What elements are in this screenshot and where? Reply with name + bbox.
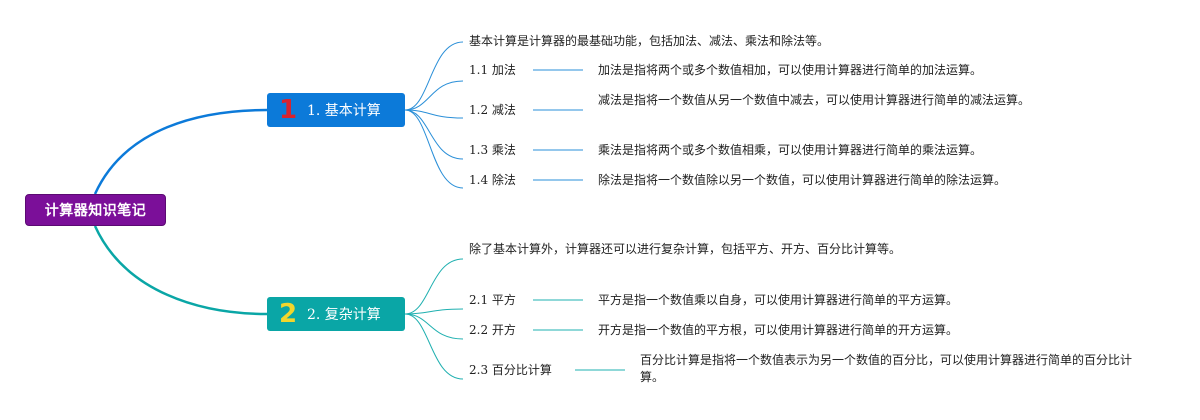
branch-1-item-4-label[interactable]: 1.4 除法	[469, 173, 516, 187]
branch-2-item-2-desc: 开方是指一个数值的平方根，可以使用计算器进行简单的开方运算。	[598, 323, 959, 337]
branch-2-item-3-line	[404, 313, 464, 380]
branch-1-item-3-line	[404, 109, 464, 160]
branch-1-item-2-desc: 减法是指将一个数值从另一个数值中减去，可以使用计算器进行简单的减法运算。	[598, 93, 1031, 107]
branch-1-item-2-label[interactable]: 1.2 减法	[469, 103, 516, 117]
number-two-badge-icon: 2	[278, 299, 298, 329]
branch-1-summary: 基本计算是计算器的最基础功能，包括加法、减法、乘法和除法等。	[469, 34, 830, 48]
branch-2-item-1-desc: 平方是指一个数值乘以自身，可以使用计算器进行简单的平方运算。	[598, 293, 959, 307]
branch-node-basic-calculation[interactable]: 1 1. 基本计算	[267, 93, 405, 127]
branch-1-item-3-label[interactable]: 1.3 乘法	[469, 143, 516, 157]
branch-2-summary: 除了基本计算外，计算器还可以进行复杂计算，包括平方、开方、百分比计算等。	[469, 242, 902, 256]
branch-1-item-4-line	[404, 109, 464, 189]
number-one-badge-icon: 1	[278, 95, 298, 125]
branch-2-item-3-label[interactable]: 2.3 百分比计算	[469, 363, 552, 377]
branch-1-item-1-line	[404, 80, 464, 111]
branch-1-label: 1. 基本计算	[307, 103, 381, 119]
branch-1-item-1-label[interactable]: 1.1 加法	[469, 63, 516, 77]
branch-1-item-2-line	[404, 109, 464, 119]
branch-1-summary-line	[404, 41, 464, 111]
branch-1-desc-lines	[533, 69, 583, 181]
root-to-branch-1-line	[93, 108, 268, 195]
branch-2-item-2-label[interactable]: 2.2 开方	[469, 323, 516, 337]
branch-1-item-4-desc: 除法是指将一个数值除以另一个数值，可以使用计算器进行简单的除法运算。	[598, 173, 1007, 187]
branch-2-item-3-desc: 百分比计算是指将一个数值表示为另一个数值的百分比，可以使用计算器进行简单的百分比…	[640, 353, 1133, 384]
branch-2-summary-line	[404, 258, 464, 315]
branch-1-fan	[404, 41, 464, 189]
root-node[interactable]: 计算器知识笔记	[25, 194, 166, 226]
root-label: 计算器知识笔记	[44, 203, 147, 219]
root-to-branch-2-line	[93, 225, 268, 316]
branch-2-label: 2. 复杂计算	[307, 307, 381, 323]
branch-1-item-1-desc: 加法是指将两个或多个数值相加，可以使用计算器进行简单的加法运算。	[598, 63, 983, 77]
branch-2-item-1-line	[404, 308, 464, 315]
branch-2-fan	[404, 258, 464, 380]
branch-2-item-1-label[interactable]: 2.1 平方	[469, 293, 516, 307]
branch-2-item-2-line	[404, 313, 464, 340]
branch-node-complex-calculation[interactable]: 2 2. 复杂计算	[267, 297, 405, 331]
branch-1-item-3-desc: 乘法是指将两个或多个数值相乘，可以使用计算器进行简单的乘法运算。	[598, 143, 983, 157]
branch-2-desc-lines	[533, 299, 625, 371]
